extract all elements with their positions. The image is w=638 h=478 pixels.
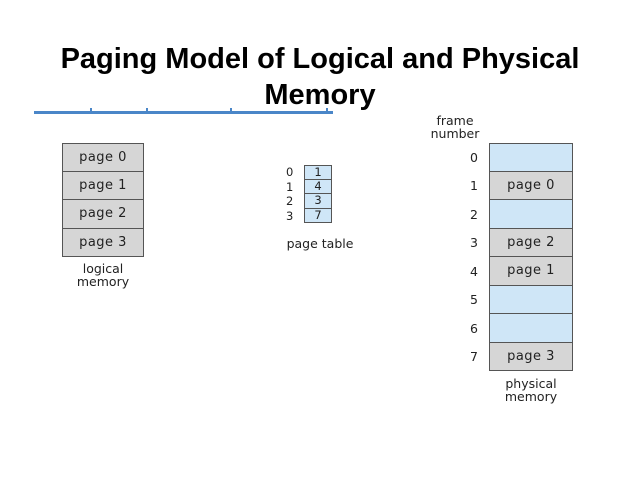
- page-table-index: 0: [286, 165, 294, 180]
- logical-memory-caption: logical memory: [62, 262, 144, 288]
- physical-frame-row: 4 page 1: [470, 257, 573, 286]
- page-table-caption: page table: [286, 236, 354, 251]
- page-table: 0 1 1 4 2 3 3 7: [286, 165, 332, 223]
- page-table-row: 0 1: [286, 165, 332, 180]
- rule-tick: [326, 108, 328, 112]
- caption-line: physical: [505, 376, 557, 391]
- page-table-frame: 3: [304, 194, 332, 209]
- physical-frame: page 2: [489, 228, 573, 257]
- header-line: frame: [436, 113, 474, 128]
- caption-line: memory: [76, 274, 130, 289]
- page-table-index: 3: [286, 208, 294, 223]
- physical-frame: page 0: [489, 171, 573, 200]
- slide-title: Paging Model of Logical and Physical Mem…: [20, 41, 620, 113]
- physical-frame: [489, 143, 573, 172]
- physical-frame-row: 5: [470, 285, 573, 314]
- physical-frame: [489, 314, 573, 343]
- title-line-2: Memory: [264, 79, 376, 112]
- physical-frame-row: 2: [470, 200, 573, 229]
- physical-frame: [489, 200, 573, 229]
- logical-page: page 2: [62, 200, 144, 229]
- frame-number: 4: [470, 263, 478, 279]
- frame-number: 1: [470, 178, 478, 194]
- logical-memory: page 0 page 1 page 2 page 3: [62, 143, 144, 257]
- physical-frame-row: 1 page 0: [470, 171, 573, 200]
- rule-tick: [146, 108, 148, 112]
- logical-page: page 1: [62, 171, 144, 200]
- physical-frame-row: 6: [470, 314, 573, 343]
- decorative-rule: [34, 111, 333, 114]
- page-table-frame: 4: [304, 179, 332, 194]
- page-table-frame: 7: [304, 208, 332, 223]
- page-table-row: 1 4: [286, 179, 332, 194]
- physical-frame-row: 3 page 2: [470, 228, 573, 257]
- physical-frame: page 3: [489, 342, 573, 371]
- frame-number: 7: [470, 349, 478, 365]
- physical-memory: 0 1 page 0 2 3 page 2 4 page 1 5 6 7 pag…: [470, 143, 573, 371]
- frame-number-header: frame number: [420, 114, 490, 140]
- physical-memory-caption: physical memory: [489, 377, 573, 403]
- caption-line: logical: [82, 261, 124, 276]
- frame-number: 2: [470, 206, 478, 222]
- title-line-1: Paging Model of Logical and Physical: [60, 43, 580, 76]
- page-table-row: 2 3: [286, 194, 332, 209]
- page-table-index: 2: [286, 194, 294, 209]
- frame-number: 6: [470, 320, 478, 336]
- rule-tick: [90, 108, 92, 112]
- frame-number: 0: [470, 149, 478, 165]
- caption-line: memory: [504, 389, 558, 404]
- logical-page: page 3: [62, 228, 144, 257]
- physical-frame-row: 7 page 3: [470, 342, 573, 371]
- page-table-row: 3 7: [286, 208, 332, 223]
- physical-frame-row: 0: [470, 143, 573, 172]
- rule-tick: [230, 108, 232, 112]
- header-line: number: [430, 126, 480, 141]
- page-table-frame: 1: [304, 165, 332, 180]
- physical-frame: [489, 285, 573, 314]
- physical-frame: page 1: [489, 257, 573, 286]
- logical-page: page 0: [62, 143, 144, 172]
- frame-number: 5: [470, 292, 478, 308]
- page-table-index: 1: [286, 179, 294, 194]
- frame-number: 3: [470, 235, 478, 251]
